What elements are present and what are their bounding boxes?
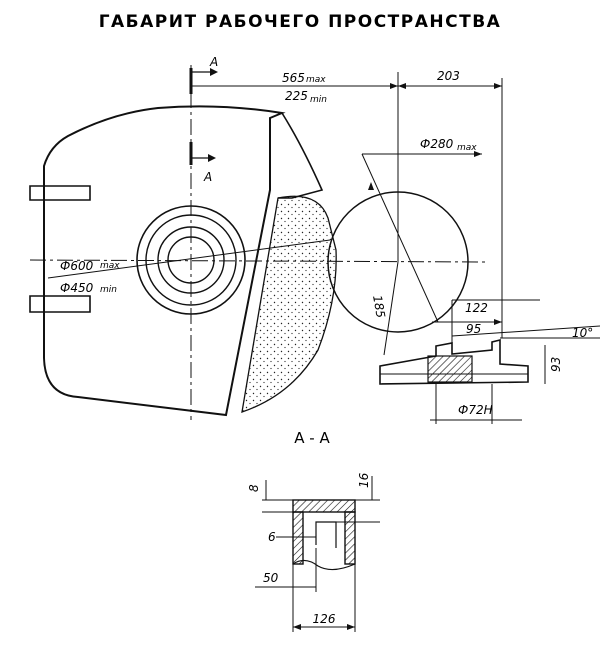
- work-table: 122 95 10° 93 Ф72Н: [379, 299, 600, 424]
- dim-122: 122: [465, 301, 488, 315]
- section-break-line: [292, 559, 356, 571]
- dim-225: 225: [285, 89, 308, 103]
- dim-203: 203: [437, 69, 460, 83]
- dim-d280-sub: max: [457, 143, 477, 153]
- dim-s50: 50: [263, 571, 279, 585]
- dim-d450: Ф450: [60, 281, 94, 295]
- hinge-lower-tab: [44, 295, 91, 313]
- wheel-guard: [29, 65, 486, 420]
- table-body: [379, 338, 529, 385]
- grinding-wheel-stipple: [241, 195, 337, 413]
- dim-95: 95: [466, 322, 481, 336]
- section-marker-label-bottom: А: [203, 170, 212, 184]
- guard-outline: [43, 105, 286, 417]
- dim-s8: 8: [247, 484, 261, 492]
- dim-d600-sub: max: [100, 261, 120, 271]
- dimension-diameter-wheel: Ф600 max Ф450 min: [47, 239, 331, 295]
- dim-93: 93: [549, 357, 563, 372]
- dim-s126: 126: [313, 612, 336, 626]
- workpiece-circle: [327, 191, 469, 333]
- hinge-upper-tab: [44, 185, 91, 201]
- section-left-wall: [292, 511, 304, 565]
- hinge-upper: [29, 185, 44, 201]
- dim-s16: 16: [357, 472, 371, 488]
- section-marker-label-top: А: [209, 55, 218, 69]
- dim-d600: Ф600: [60, 259, 94, 273]
- hinge-lower: [29, 295, 44, 313]
- section-inner-slot: [315, 521, 337, 548]
- section-top-hatch: [292, 499, 356, 513]
- workpiece: Ф280 max 185: [327, 137, 482, 356]
- guard-cap: [278, 112, 324, 199]
- dim-d450-sub: min: [100, 285, 117, 295]
- dim-565: 565: [282, 71, 305, 85]
- drawing-title: ГАБАРИТ РАБОЧЕГО ПРОСТРАНСТВА: [99, 12, 502, 32]
- section-aa-title: А - А: [294, 429, 330, 447]
- dim-10deg: 10°: [572, 326, 593, 340]
- horizontal-axis: [29, 259, 486, 263]
- dim-s6: 6: [268, 530, 276, 544]
- section-right-wall: [344, 511, 356, 565]
- dim-565-sub: max: [306, 75, 326, 85]
- dim-d280: Ф280: [420, 137, 454, 151]
- dim-185: 185: [370, 294, 388, 319]
- dim-225-sub: min: [310, 95, 327, 105]
- section-marker: А А: [189, 55, 218, 184]
- table-hub-hatch: [427, 355, 473, 383]
- dim-d72h: Ф72Н: [458, 403, 493, 417]
- top-dimensions: 565 max 225 min 203: [191, 69, 503, 338]
- section-aa: А - А 8 16 6 50 126: [247, 429, 380, 632]
